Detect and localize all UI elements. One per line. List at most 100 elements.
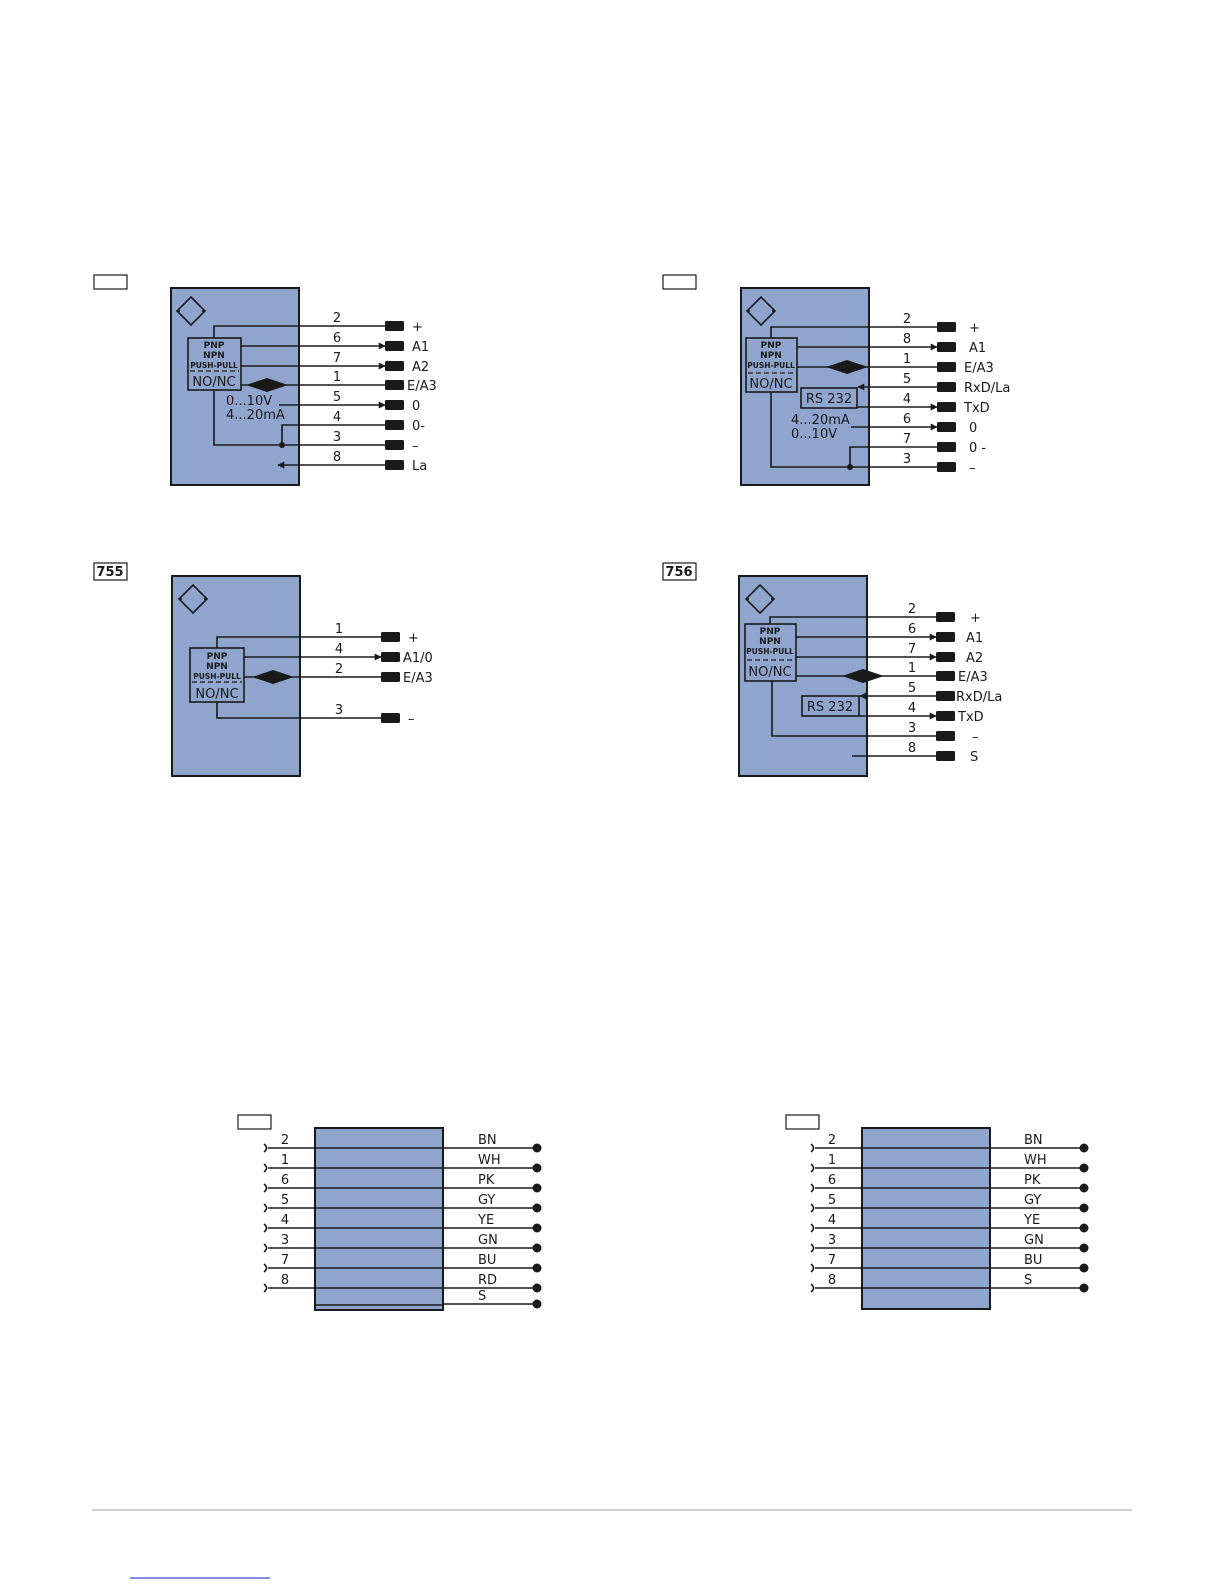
wire-color: BN — [1024, 1133, 1043, 1148]
rs232-chip — [801, 695, 860, 717]
socket-hook-icon — [263, 1143, 268, 1293]
terminal-block-icon — [937, 322, 956, 472]
signal-label: 0- — [412, 419, 425, 434]
diamond-in-square-icon — [745, 295, 777, 327]
signal-label: A2 — [966, 651, 983, 666]
chip-mode: NO/NC — [748, 665, 791, 680]
wire-color: YE — [1023, 1213, 1040, 1228]
signal-label: E/A3 — [403, 671, 433, 686]
analog-label-2: 4...20mA — [226, 408, 285, 423]
pin-number: 6 — [908, 622, 916, 637]
cable-pin: 6 — [828, 1173, 836, 1188]
wire-color: RD — [478, 1273, 497, 1288]
analog-label-1: 0...10V — [226, 394, 272, 409]
cable-pin: 8 — [281, 1273, 289, 1288]
pin-number: 4 — [335, 642, 343, 657]
pin-number: 2 — [333, 311, 341, 326]
cable-pin: 7 — [281, 1253, 289, 1268]
chip-mode: NO/NC — [192, 375, 235, 390]
chip-push-pull: PUSH-PULL — [746, 647, 794, 656]
signal-label: A1/0 — [403, 651, 433, 666]
chip-npn: NPN — [203, 351, 225, 361]
signal-label: E/A3 — [958, 670, 988, 685]
chip-pnp: PNP — [207, 652, 228, 662]
rs232-label: RS 232 — [807, 700, 853, 715]
cable-code-box — [785, 1114, 820, 1130]
diamond-in-square-icon — [177, 583, 209, 615]
output-chip — [744, 623, 797, 682]
chip-npn: NPN — [206, 662, 228, 672]
chip-mode: NO/NC — [749, 377, 792, 392]
signal-label: E/A3 — [407, 379, 437, 394]
signal-label: A2 — [412, 360, 429, 375]
wire-color: YE — [477, 1213, 494, 1228]
pin-number: 7 — [333, 351, 341, 366]
signal-label: – — [408, 712, 415, 727]
wire-color: BU — [1024, 1253, 1042, 1268]
signal-label: S — [970, 750, 978, 765]
signal-label: – — [412, 439, 419, 454]
terminal-block-icon — [936, 612, 955, 761]
wire-color: WH — [1024, 1153, 1047, 1168]
pin-number: 4 — [908, 701, 916, 716]
cable-pin: 4 — [828, 1213, 836, 1228]
pin-number: 1 — [333, 370, 341, 385]
signal-label: TxD — [963, 401, 990, 416]
dot-terminal-icon — [1079, 1143, 1089, 1293]
pin-number: 6 — [333, 331, 341, 346]
signal-label: RxD/La — [964, 381, 1010, 396]
chip-pnp: PNP — [761, 341, 782, 351]
chip-mode: NO/NC — [195, 687, 238, 702]
diagram-code: 756 — [665, 565, 692, 580]
signal-label: A1 — [966, 631, 983, 646]
cable-pin: 5 — [281, 1193, 289, 1208]
diagram-code-box — [93, 562, 128, 581]
signal-label: – — [972, 730, 979, 745]
signal-label: 0 — [969, 421, 977, 436]
signal-label: RxD/La — [956, 690, 1002, 705]
pin-number: 3 — [903, 452, 911, 467]
cable-pin: 2 — [281, 1133, 289, 1148]
signal-label: A1 — [412, 340, 429, 355]
pin-number: 3 — [333, 430, 341, 445]
pin-number: 5 — [908, 681, 916, 696]
cable-pinout-left: 2 1 6 5 4 3 7 8 BN WH PK GY YE GN BU RD … — [237, 1114, 542, 1311]
wire-color: BU — [478, 1253, 496, 1268]
analog-label-2: 0...10V — [791, 427, 837, 442]
cable-pin: 5 — [828, 1193, 836, 1208]
cable-pin: 1 — [281, 1153, 289, 1168]
cable-pin: 1 — [828, 1153, 836, 1168]
signal-label: + — [970, 611, 981, 626]
wire-color: WH — [478, 1153, 501, 1168]
pin-number: 7 — [903, 432, 911, 447]
signal-label: La — [412, 459, 427, 474]
diagram-code: 755 — [96, 565, 123, 580]
cable-pin: 7 — [828, 1253, 836, 1268]
signal-label: E/A3 — [964, 361, 994, 376]
chip-npn: NPN — [759, 637, 781, 647]
pin-number: 8 — [908, 741, 916, 756]
pin-number: 8 — [903, 332, 911, 347]
pin-number: 1 — [335, 622, 343, 637]
analog-label-1: 4...20mA — [791, 413, 850, 428]
chip-push-pull: PUSH-PULL — [193, 672, 241, 681]
pin-number: 2 — [335, 662, 343, 677]
diagram-code-box — [662, 562, 697, 581]
dot-terminal-icon — [532, 1143, 542, 1309]
chip-pnp: PNP — [204, 341, 225, 351]
cable-pin: 8 — [828, 1273, 836, 1288]
diagram-755: 755 PNP NPN PUSH-PULL NO/NC 1 4 2 3 — [93, 562, 433, 777]
pin-number: 4 — [333, 410, 341, 425]
cable-pin: 3 — [281, 1233, 289, 1248]
terminal-block-icon — [385, 321, 404, 470]
chip-npn: NPN — [760, 351, 782, 361]
diagram-756: 756 PNP NPN PUSH-PULL NO/NC RS 232 — [662, 562, 1002, 777]
signal-label: + — [408, 631, 419, 646]
pin-number: 8 — [333, 450, 341, 465]
wire-color: PK — [1024, 1173, 1041, 1188]
pin-number: 6 — [903, 412, 911, 427]
pin-number: 5 — [903, 372, 911, 387]
pin-number: 1 — [908, 661, 916, 676]
wire-color: S — [1024, 1273, 1032, 1288]
